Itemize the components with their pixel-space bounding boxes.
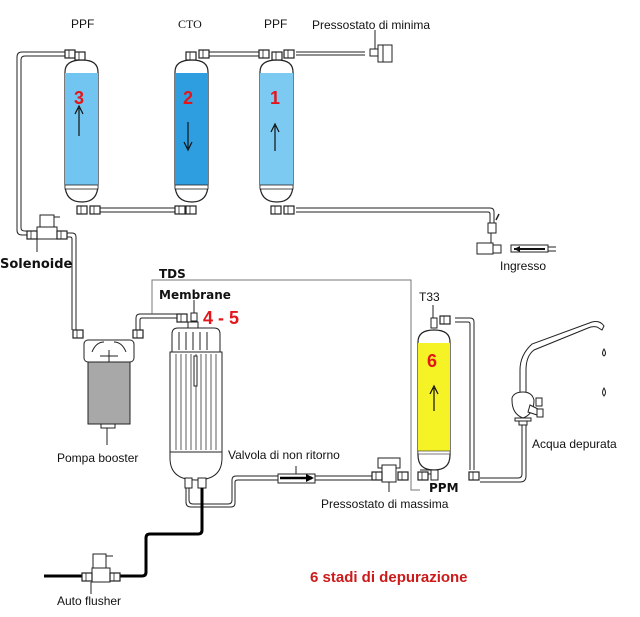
filter-stage-2: [174, 49, 210, 215]
pressure-switch-min: [369, 30, 393, 63]
pressure-switch-min-label: Pressostato di minima: [312, 18, 431, 32]
booster-pump: [72, 329, 144, 445]
solenoid-label: Solenoide: [0, 257, 73, 272]
stage-number-membrane: 4 - 5: [203, 308, 240, 328]
filter-type-label-stage-3: PPF: [71, 17, 95, 31]
check-valve-label: Valvola di non ritorno: [228, 448, 340, 462]
pressure-switch-max-label: Pressostato di massima: [321, 497, 449, 511]
tds-label: TDS: [159, 267, 186, 281]
inlet-valve: [476, 213, 556, 255]
filter-stage-6: [417, 305, 480, 481]
faucet: [511, 321, 606, 426]
solenoid-valve: [26, 214, 68, 252]
auto-flusher: [81, 553, 121, 594]
inlet-label: Ingresso: [500, 259, 547, 273]
purified-water-label: Acqua depurata: [532, 437, 617, 451]
membrane-housing: [169, 300, 223, 489]
reject-drain-line: [44, 488, 204, 578]
filter-stage-3: [64, 49, 101, 215]
filter-type-label-stage-2: CTO: [178, 17, 202, 31]
filter-media-3: [65, 73, 98, 185]
pipes-lower: [185, 317, 527, 508]
filter-media-2: [175, 73, 208, 185]
filter-media-1: [260, 73, 293, 185]
check-valve: [277, 466, 316, 484]
stage-number-3: 3: [74, 88, 85, 108]
auto-flusher-label: Auto flusher: [57, 594, 122, 608]
filter-type-label-stage-1: PPF: [264, 17, 288, 31]
booster-pump-label: Pompa booster: [57, 451, 139, 465]
diagram-title: 6 stadi di depurazione: [310, 569, 468, 586]
tds-ppm-line: [151, 279, 420, 491]
pressure-switch-max: [371, 457, 409, 492]
membrane-label: Membrane: [159, 288, 231, 302]
pipes-top: [16, 51, 495, 330]
stage-number-2: 2: [183, 88, 194, 108]
stage-number-6: 6: [427, 351, 438, 371]
filter-type-label-stage-6: T33: [419, 290, 440, 304]
stage-number-1: 1: [270, 88, 281, 108]
ppm-label: PPM: [429, 481, 459, 495]
filter-stage-1: [258, 49, 295, 215]
